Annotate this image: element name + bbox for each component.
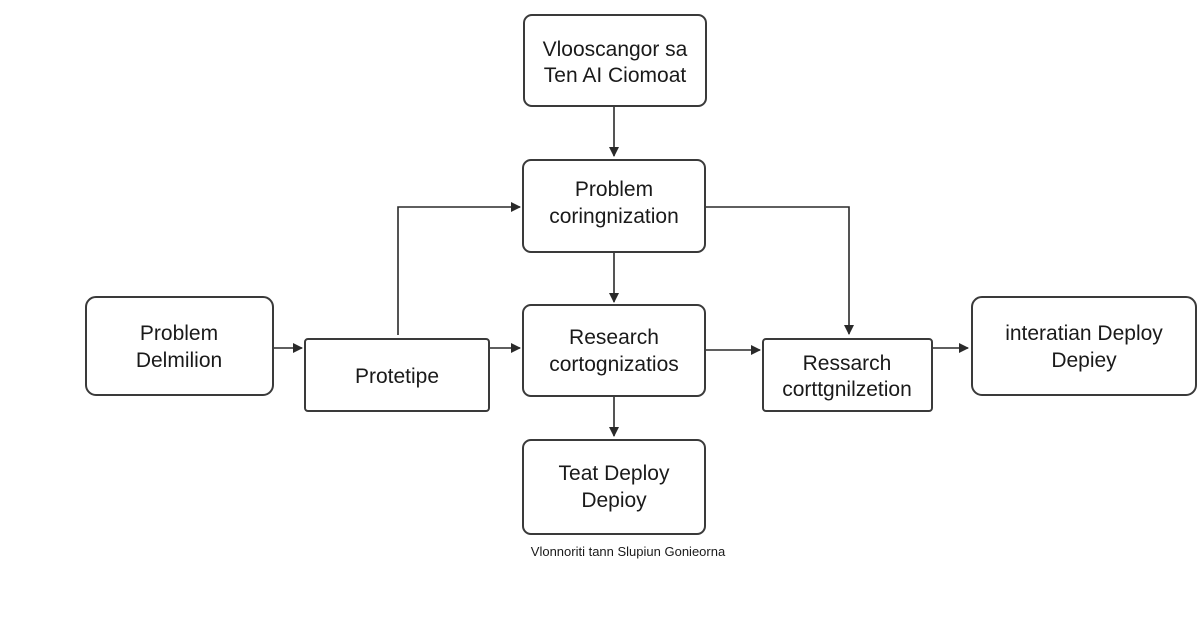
node-problem-definition-box bbox=[85, 296, 274, 396]
node-problem-organization-box bbox=[522, 159, 706, 253]
node-integration-deploy: interatian Deploy Depiey bbox=[971, 296, 1197, 396]
node-research-right-box bbox=[762, 338, 933, 412]
node-top-title-box bbox=[523, 14, 707, 107]
node-research-center-box bbox=[522, 304, 706, 397]
node-research-right-line2: corttgnilzetion bbox=[782, 378, 912, 401]
node-integration-deploy-line2: Depiey bbox=[1051, 349, 1117, 372]
node-prototype: Protetipe bbox=[304, 338, 490, 412]
node-research-right: Ressarch corttgnilzetion bbox=[762, 338, 933, 412]
node-problem-definition-line1: Problem bbox=[140, 322, 218, 345]
node-top-title-line2: Ten AI Ciomoat bbox=[544, 64, 687, 87]
edge-problem-org-to-research-right bbox=[706, 206, 854, 335]
node-research-center: Research cortognizatios bbox=[522, 304, 706, 397]
node-test-deploy: Teat Deploy Depioy bbox=[522, 439, 706, 535]
node-test-deploy-line1: Teat Deploy bbox=[559, 462, 670, 485]
edge-prototype-loop-to-problem-org bbox=[397, 202, 521, 335]
node-integration-deploy-line1: interatian Deploy bbox=[1005, 322, 1163, 345]
node-integration-deploy-box bbox=[971, 296, 1197, 396]
node-test-deploy-box bbox=[522, 439, 706, 535]
node-prototype-line1: Protetipe bbox=[355, 365, 439, 388]
node-research-right-line1: Ressarch bbox=[803, 352, 892, 375]
node-top-title: Vlooscangor sa Ten AI Ciomoat bbox=[523, 14, 707, 107]
node-problem-organization-line2: coringnization bbox=[549, 205, 679, 228]
node-research-center-line2: cortognizatios bbox=[549, 353, 679, 376]
edges bbox=[273, 106, 969, 437]
node-problem-definition-line2: Delmilion bbox=[136, 349, 222, 372]
node-prototype-box bbox=[304, 338, 490, 412]
node-top-title-line1: Vlooscangor sa bbox=[543, 38, 688, 61]
node-problem-organization-line1: Problem bbox=[575, 178, 653, 201]
node-problem-organization: Problem coringnization bbox=[522, 159, 706, 253]
node-research-center-line1: Research bbox=[569, 326, 659, 349]
diagram-caption: Vlonnoriti tann Slupiun Gonieorna bbox=[531, 544, 726, 559]
node-test-deploy-line2: Depioy bbox=[581, 489, 647, 512]
node-problem-definition: Problem Delmilion bbox=[85, 296, 274, 396]
